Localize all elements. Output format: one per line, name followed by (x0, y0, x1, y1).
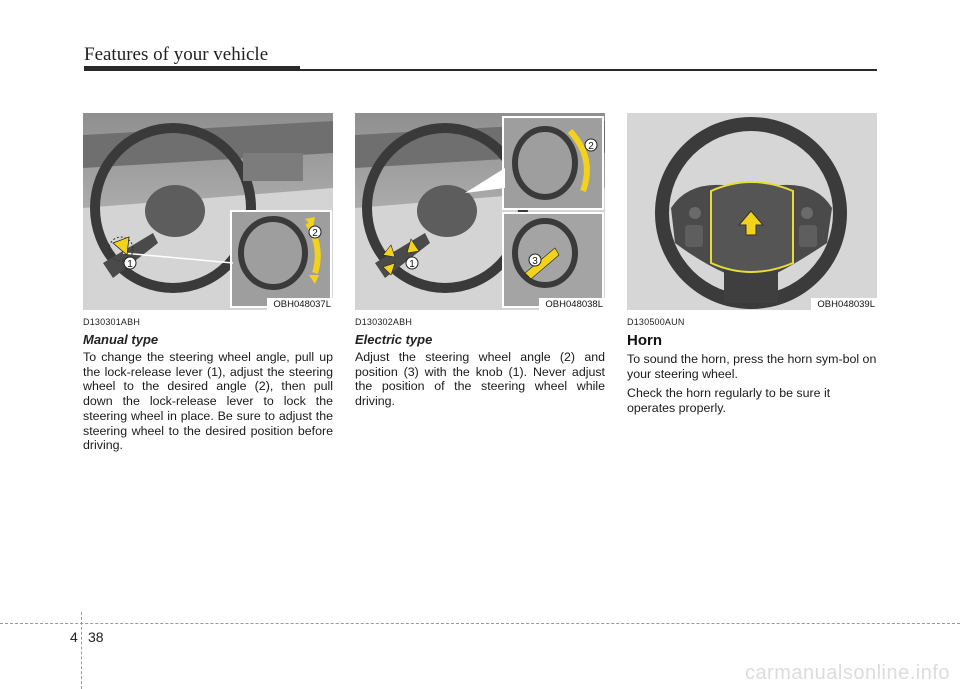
svg-text:1: 1 (409, 259, 415, 270)
figure-manual-tilt: 1 2 OBH048037L (83, 113, 333, 310)
callout-3: 3 (528, 253, 542, 267)
body-text: Adjust the steering wheel angle (2) and … (355, 350, 605, 409)
header-rule-thin (300, 69, 877, 71)
section-manual-type: 1 2 OBH048037L D130301ABH Manual type To… (83, 113, 333, 453)
figure-code: OBH048039L (811, 298, 877, 310)
section-heading: Horn (627, 332, 662, 349)
svg-text:1: 1 (127, 259, 133, 270)
doc-code: D130500AUN (627, 317, 685, 327)
svg-text:3: 3 (532, 256, 538, 267)
section-electric-type: 1 2 3 OBH048038L D130302ABH Electric typ… (355, 113, 605, 409)
subheading: Electric type (355, 332, 433, 347)
chapter-number: 4 (70, 629, 78, 645)
doc-code: D130302ABH (355, 317, 413, 327)
figure-electric-tilt: 1 2 3 OBH048038L (355, 113, 605, 310)
figure-code: OBH048038L (539, 298, 605, 310)
steering-column-illustration: 1 2 (83, 113, 333, 310)
watermark: carmanualsonline.info (744, 662, 950, 684)
callout-1: 1 (123, 256, 137, 270)
figure-horn: OBH048039L (627, 113, 877, 310)
doc-code: D130301ABH (83, 317, 141, 327)
header-rule-thick (84, 66, 300, 71)
body-text: To sound the horn, press the horn sym-bo… (627, 352, 877, 381)
page-number: 38 (88, 629, 104, 645)
steering-wheel-horn-illustration (627, 113, 877, 310)
figure-code: OBH048037L (267, 298, 333, 310)
section-horn: OBH048039L D130500AUN Horn To sound the … (627, 113, 877, 416)
svg-text:2: 2 (312, 228, 318, 239)
footer-divider (0, 623, 960, 624)
svg-text:2: 2 (588, 141, 594, 152)
subheading: Manual type (83, 332, 159, 347)
horn-symbol-icon (737, 210, 765, 236)
body-text-2: Check the horn regularly to be sure it o… (627, 386, 831, 416)
body-text: To change the steering wheel angle, pull… (83, 350, 333, 453)
callout-2: 2 (308, 225, 322, 239)
electric-column-illustration: 1 2 3 (355, 113, 605, 310)
footer-vertical-divider (81, 612, 82, 689)
callout-2: 2 (584, 138, 598, 152)
callout-1: 1 (405, 256, 419, 270)
page-header-title: Features of your vehicle (84, 44, 269, 65)
